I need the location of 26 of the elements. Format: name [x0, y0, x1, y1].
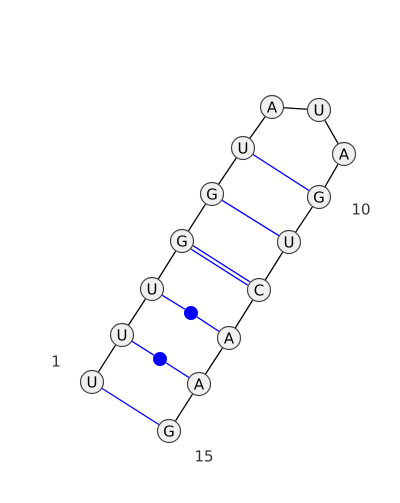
- backbone-line: [249, 116, 266, 138]
- backbone-line: [218, 158, 237, 184]
- base-pair-line: [166, 362, 190, 378]
- backbone-line: [324, 164, 338, 187]
- backbone-line: [284, 107, 307, 110]
- backbone-line: [234, 300, 254, 328]
- pair-dot: [184, 306, 198, 320]
- backbone-line: [174, 394, 194, 422]
- pair-dot: [153, 352, 167, 366]
- backbone-line: [98, 344, 116, 372]
- backbone-line: [188, 204, 206, 232]
- base-pair-line: [132, 340, 154, 356]
- base-pair-line: [102, 388, 160, 426]
- backbone-line: [128, 298, 146, 326]
- backbone-line: [295, 206, 313, 232]
- base-pair-line: [252, 154, 310, 191]
- base-pair-line: [222, 200, 280, 236]
- backbone-line: [324, 120, 339, 144]
- position-number: 10: [353, 203, 370, 215]
- base-pair-line: [162, 294, 186, 310]
- base-pair-line: [196, 316, 220, 332]
- position-number: 15: [196, 450, 212, 462]
- backbone-line: [158, 250, 176, 280]
- position-number: 1: [52, 356, 60, 366]
- backbone-line: [205, 348, 223, 374]
- backbone-line: [264, 252, 284, 280]
